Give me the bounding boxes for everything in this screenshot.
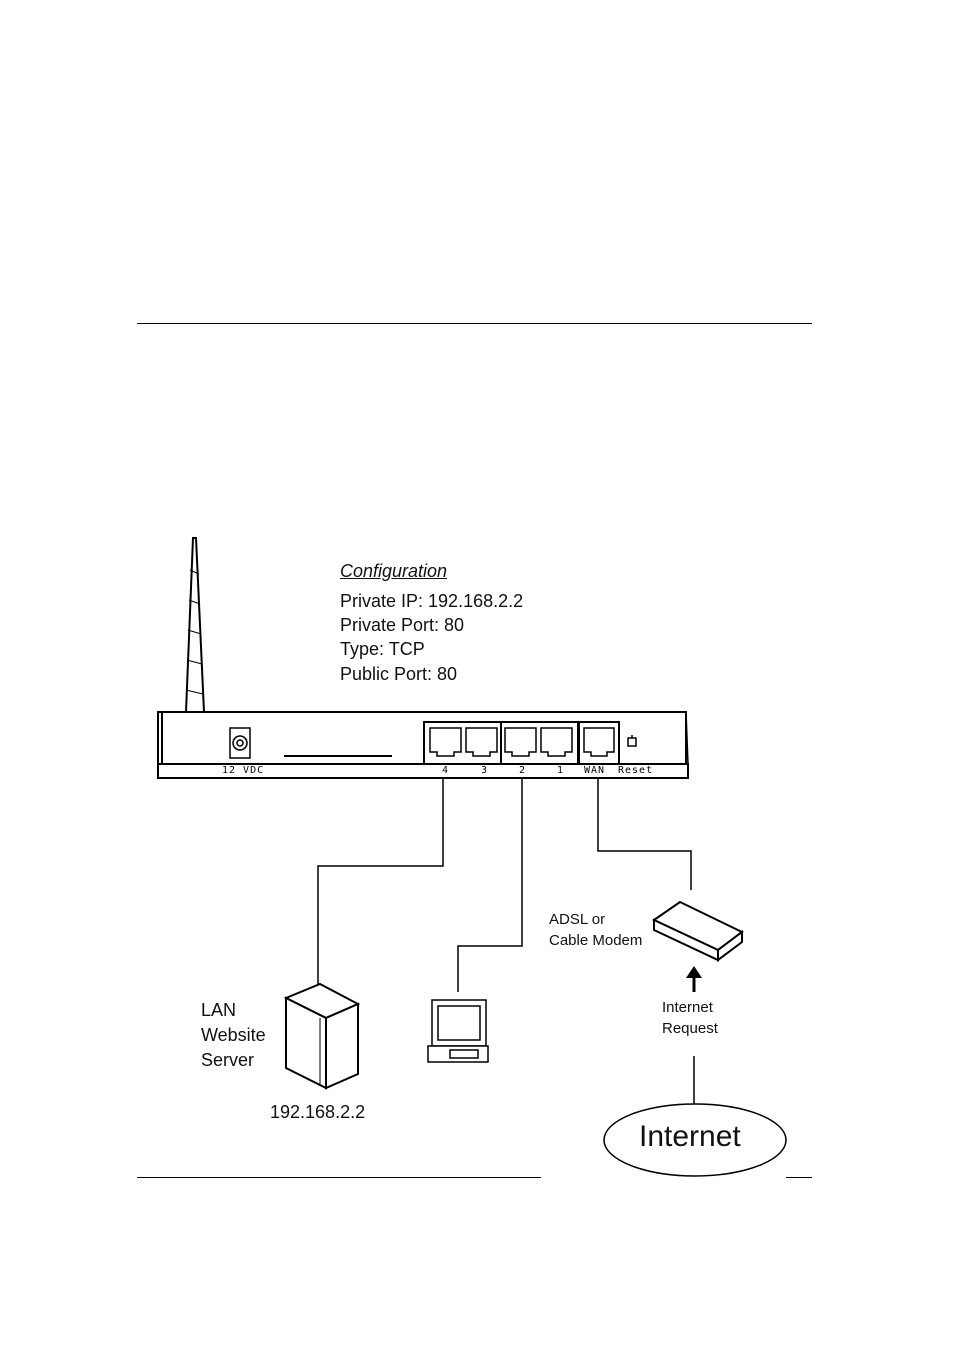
- cable-wan-to-modem: [597, 778, 692, 890]
- config-private-ip: Private IP: 192.168.2.2: [340, 591, 524, 611]
- lan-port-2: [504, 727, 537, 757]
- server-label-line2: Website: [201, 1025, 266, 1045]
- power-jack: [229, 727, 251, 759]
- config-public-port: Public Port: 80: [340, 664, 458, 684]
- port-label-1: 1: [557, 765, 565, 776]
- config-private-port: Private Port: 80: [340, 615, 465, 635]
- wan-port: [578, 721, 620, 765]
- modem-label-line1: ADSL or: [549, 911, 606, 928]
- port-label-2: 2: [519, 765, 527, 776]
- internet-cloud: [603, 1103, 787, 1177]
- wan-label: WAN: [584, 765, 606, 776]
- config-type: Type: TCP: [340, 639, 425, 659]
- lan-port-4: [429, 727, 462, 757]
- lan-port-1: [540, 727, 573, 757]
- router-back-panel: [157, 711, 689, 779]
- reset-button: [627, 735, 637, 747]
- port-label-3: 3: [481, 765, 489, 776]
- bottom-rule-left: [137, 1177, 541, 1178]
- server-label-line1: LAN: [201, 1000, 237, 1020]
- top-rule: [137, 323, 812, 324]
- request-label-line1: Internet: [662, 999, 713, 1016]
- power-label: 12 VDC: [222, 765, 265, 776]
- internet-label: Internet: [639, 1120, 741, 1153]
- lan-port-3: [465, 727, 498, 757]
- port-label-4: 4: [442, 765, 450, 776]
- server-tower: [283, 982, 361, 1090]
- modem-box: [652, 900, 744, 962]
- config-heading: Configuration: [340, 561, 448, 581]
- cable-port2-to-computer: [457, 778, 523, 992]
- computer-icon: [427, 999, 489, 1063]
- server-label-line3: Server: [201, 1050, 255, 1070]
- request-arrow: [686, 966, 702, 992]
- cable-port4-to-server: [317, 778, 444, 985]
- request-label-line2: Request: [662, 1020, 718, 1037]
- server-ip: 192.168.2.2: [270, 1102, 366, 1122]
- modem-label-line2: Cable Modem: [549, 932, 643, 949]
- reset-label: Reset: [618, 765, 654, 776]
- bottom-rule-right: [786, 1177, 812, 1178]
